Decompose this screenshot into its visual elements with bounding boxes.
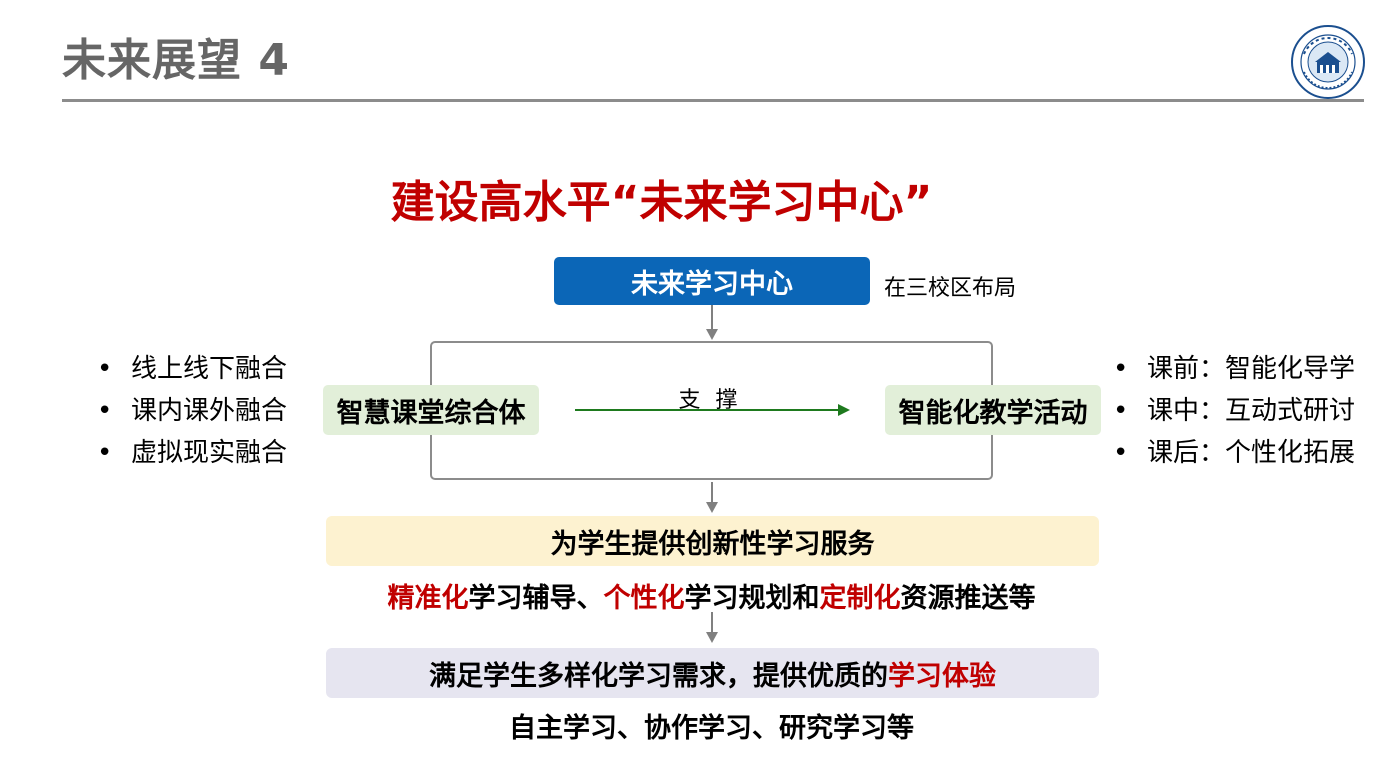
list-item: • 课前：智能化导学 <box>1113 348 1355 390</box>
experience-band: 满足学生多样化学习需求，提供优质的学习体验 <box>326 648 1099 698</box>
detail-text: 资源推送等 <box>900 583 1036 614</box>
bullet-dot: • <box>1113 396 1129 426</box>
support-label: 支 撑 <box>678 388 742 413</box>
bullet-text: 课前：智能化导学 <box>1147 354 1356 384</box>
arrow-shaft-1 <box>711 305 713 331</box>
university-seal-icon <box>1290 24 1366 100</box>
highlight-learning-experience: 学习体验 <box>888 660 996 692</box>
highlight-customized: 定制化 <box>819 583 901 614</box>
service-band: 为学生提供创新性学习服务 <box>326 516 1099 566</box>
arrow-head-3 <box>706 632 718 643</box>
left-bullet-list: • 线上线下融合 • 课内课外融合 • 虚拟现实融合 <box>97 348 287 474</box>
slide-title: 未来展望 4 <box>62 35 290 86</box>
bullet-text: 课后：个性化拓展 <box>1147 438 1356 468</box>
list-item: • 线上线下融合 <box>97 348 287 390</box>
smart-teaching-box: 智能化教学活动 <box>885 385 1101 435</box>
list-item: • 课内课外融合 <box>97 390 287 432</box>
right-bullet-list: • 课前：智能化导学 • 课中：互动式研讨 • 课后：个性化拓展 <box>1113 348 1355 474</box>
bullet-text: 课中：互动式研讨 <box>1147 396 1356 426</box>
arrow-head-2 <box>706 502 718 513</box>
support-arrow-head <box>838 404 850 416</box>
list-item: • 课中：互动式研讨 <box>1113 390 1355 432</box>
bullet-text: 虚拟现实融合 <box>131 438 288 468</box>
highlight-precise: 精准化 <box>387 583 469 614</box>
bullet-dot: • <box>97 438 113 468</box>
arrow-shaft-2 <box>711 482 713 504</box>
main-heading: 建设高水平“未来学习中心” <box>390 177 933 228</box>
list-item: • 课后：个性化拓展 <box>1113 432 1355 474</box>
arrow-shaft-3 <box>711 612 713 634</box>
arrow-head-1 <box>706 329 718 340</box>
future-learning-center-box: 未来学习中心 <box>554 257 870 305</box>
experience-text: 满足学生多样化学习需求，提供优质的 <box>429 660 888 692</box>
support-arrow-shaft <box>575 409 839 411</box>
detail-text: 学习辅导、 <box>468 583 604 614</box>
seal-graphic <box>1291 25 1365 99</box>
bullet-dot: • <box>97 354 113 384</box>
highlight-personalized: 个性化 <box>603 583 685 614</box>
bullet-dot: • <box>1113 354 1129 384</box>
bullet-dot: • <box>1113 438 1129 468</box>
smart-classroom-box: 智慧课堂综合体 <box>323 385 539 435</box>
service-detail: 精准化学习辅导、个性化学习规划和定制化资源推送等 <box>0 576 1393 615</box>
list-item: • 虚拟现实融合 <box>97 432 287 474</box>
top-box-note: 在三校区布局 <box>884 276 1017 301</box>
experience-detail: 自主学习、协作学习、研究学习等 <box>509 713 914 744</box>
bullet-text: 线上线下融合 <box>131 354 288 384</box>
title-divider <box>62 99 1364 102</box>
detail-text: 学习规划和 <box>684 583 820 614</box>
bullet-dot: • <box>97 396 113 426</box>
bullet-text: 课内课外融合 <box>131 396 288 426</box>
